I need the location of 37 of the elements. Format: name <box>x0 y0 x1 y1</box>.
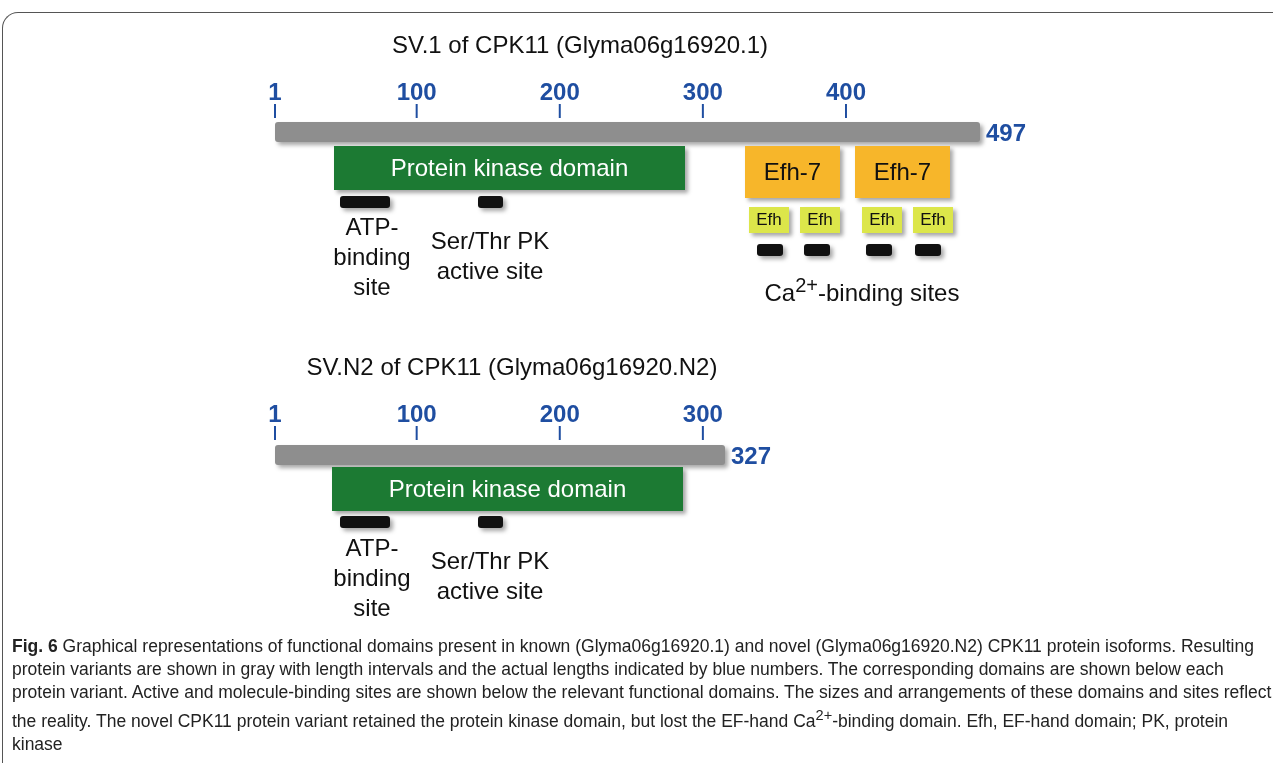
site-marker <box>804 244 830 256</box>
isoform-title: SV.1 of CPK11 (Glyma06g16920.1) <box>390 30 770 60</box>
scale-number: 200 <box>538 400 581 428</box>
site-marker <box>915 244 941 256</box>
site-marker <box>757 244 783 256</box>
site-label: Ca$^{2+}$-binding sites <box>763 273 961 308</box>
length-number: 497 <box>986 119 1027 147</box>
efhand-domain-box: Efh-7 <box>855 146 950 198</box>
figure-caption: Fig. 6 Graphical representations of functional domains present in known (Glyma06g16920.1) and novel (Glyma06g16920.N2) CPK11 protein isoforms. Resulting protein variants are shown in gray with length intervals and the actual lengths indicated by blue numbers. The corresponding domains are shown below each protein variant. Active and molecule-binding sites are shown below the relevant functional domains. The sizes and arrangements of these domains and sites reflect the reality. The novel CPK11 protein variant retained the protein kinase domain, but lost the EF-hand Ca$^{2+}$-binding domain. Efh, EF-hand domain; PK, protein kinase <box>12 635 1273 756</box>
kinase-domain-box: Protein kinase domain <box>332 467 683 511</box>
site-marker <box>340 516 390 528</box>
scale-number: 300 <box>681 400 724 428</box>
efhand-motif-box: Efh <box>749 207 789 233</box>
site-marker <box>478 196 503 208</box>
efhand-motif-box: Efh <box>913 207 953 233</box>
site-label: Ser/Thr PK active site <box>429 226 551 286</box>
scale-number: 300 <box>681 78 724 106</box>
site-marker <box>866 244 892 256</box>
site-label: ATP- binding site <box>332 533 412 623</box>
scale-number: 1 <box>267 78 283 106</box>
site-label: ATP- binding site <box>332 212 412 302</box>
efhand-motif-box: Efh <box>862 207 902 233</box>
scale-number: 200 <box>538 78 581 106</box>
scale-number: 100 <box>395 400 438 428</box>
kinase-domain-box: Protein kinase domain <box>334 146 685 190</box>
protein-bar <box>275 445 725 465</box>
protein-bar <box>275 122 980 142</box>
scale-number: 100 <box>395 78 438 106</box>
site-marker <box>340 196 390 208</box>
efhand-motif-box: Efh <box>800 207 840 233</box>
site-label: Ser/Thr PK active site <box>429 546 551 606</box>
length-number: 327 <box>731 442 772 470</box>
site-marker <box>478 516 503 528</box>
scale-number: 400 <box>824 78 867 106</box>
efhand-domain-box: Efh-7 <box>745 146 840 198</box>
scale-number: 1 <box>267 400 283 428</box>
isoform-title: SV.N2 of CPK11 (Glyma06g16920.N2) <box>305 352 719 382</box>
